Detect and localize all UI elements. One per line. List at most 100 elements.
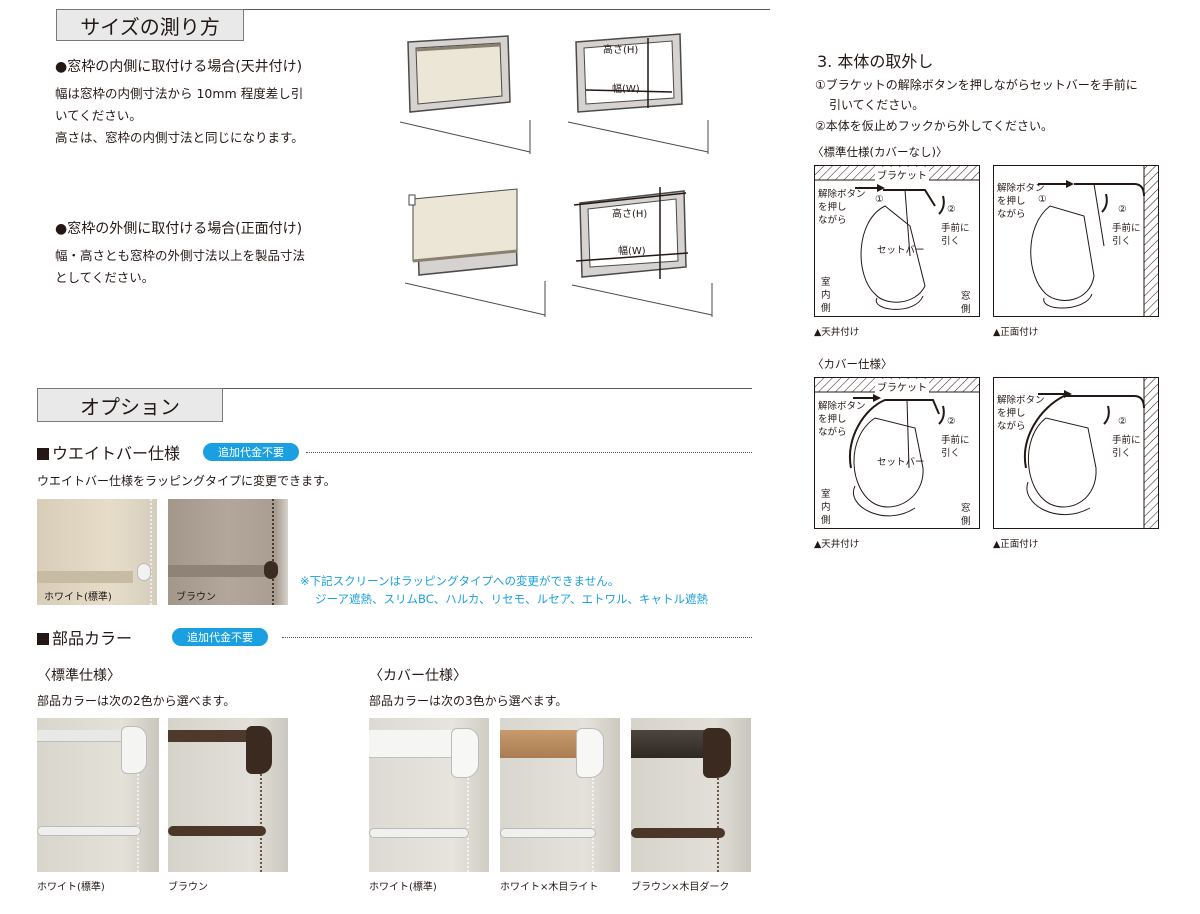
inside-mount-line-1: 幅は窓枠の内側寸法から 10mm 程度差し引 (55, 86, 304, 101)
parts-standard-photo-brown (168, 718, 288, 872)
outside-width-label: 幅(W) (618, 246, 646, 257)
parts-title-row: 部品カラー (37, 625, 132, 649)
standard-ceiling-release-1: 解除ボタン (818, 189, 866, 200)
cover-front-release-2: を押し (997, 408, 1026, 419)
weightbar-dotted-rule (306, 452, 752, 453)
standard-ceiling-release-2: を押し (818, 202, 847, 213)
standard-ceiling-bracket-label: ブラケット (875, 167, 929, 182)
standard-ceiling-room-3: 側 (821, 303, 831, 314)
cover-woodlight-weightbar (500, 828, 596, 838)
parts-cover-wooddark-label: ブラウン×木目ダーク (631, 882, 730, 893)
cover-ceiling-pull-1: 手前に (941, 435, 970, 446)
cover-ceiling-diagram: ブラケット 解除ボタン を押し ながら ② 手前に 引く セットバー 室 内 側… (814, 377, 980, 529)
cover-ceiling-room-2: 内 (821, 502, 831, 513)
parts-standard-brown-label: ブラウン (168, 882, 208, 893)
weightbar-brown-bar (168, 565, 272, 577)
standard-brown-bracket (246, 726, 272, 774)
standard-ceiling-window-2: 側 (961, 304, 971, 315)
standard-front-pull-2: 引く (1112, 236, 1132, 247)
inside-height-label: 高さ(H) (603, 45, 639, 56)
weightbar-brown-chain (272, 499, 274, 605)
inside-mount-measure-illustration (568, 33, 709, 154)
weightbar-badge: 追加代金不要 (203, 443, 299, 461)
inside-mount-title: ●窓枠の内側に取付ける場合(天井付け) (55, 59, 303, 75)
weightbar-white-cap (137, 563, 151, 581)
weightbar-title: ウエイトバー仕様 (52, 444, 181, 463)
weightbar-white-chain (150, 499, 152, 605)
weightbar-square-icon (37, 448, 49, 460)
standard-front-circle-1: ① (1038, 194, 1047, 205)
parts-cover-desc: 部品カラーは次の3色から選べます。 (369, 694, 568, 708)
parts-cover-photo-white (369, 718, 489, 872)
weightbar-note-1: ※下記スクリーンはラッピングタイプへの変更ができません。 (300, 574, 620, 588)
parts-cover-white-label: ホワイト(標準) (369, 882, 437, 893)
standard-diagram-label: 〈標準仕様(カバーなし)〉 (812, 145, 948, 159)
cover-ceiling-window-1: 窓 (961, 503, 971, 514)
parts-standard-desc: 部品カラーは次の2色から選べます。 (37, 694, 236, 708)
standard-brown-weightbar (168, 826, 266, 836)
cover-ceiling-room-1: 室 (821, 489, 831, 500)
parts-cover-woodlight-label: ホワイト×木目ライト (500, 882, 599, 893)
standard-front-release-3: ながら (997, 209, 1026, 220)
parts-standard-label: 〈標準仕様〉 (37, 668, 121, 684)
parts-standard-photo-white (37, 718, 159, 872)
standard-front-diagram: 解除ボタン を押し ながら ① ② 手前に 引く (993, 165, 1159, 317)
cover-front-pull-2: 引く (1112, 448, 1132, 459)
weightbar-desc: ウエイトバー仕様をラッピングタイプに変更できます。 (37, 474, 336, 488)
outside-mount-blind-illustration (405, 188, 546, 317)
weightbar-brown-label: ブラウン (176, 592, 216, 603)
standard-ceiling-setbar: セットバー (877, 245, 925, 256)
cover-ceiling-room-3: 側 (821, 515, 831, 526)
standard-front-circle-2: ② (1118, 204, 1127, 215)
standard-ceiling-window-1: 窓 (961, 291, 971, 302)
size-section-heading: サイズの測り方 (56, 9, 244, 41)
cover-ceiling-caption: ▲天井付け (814, 539, 860, 550)
inside-mount-line-3: 高さは、窓枠の内側寸法と同じになります。 (55, 130, 304, 145)
standard-ceiling-release-3: ながら (818, 215, 847, 226)
standard-brown-roll (168, 730, 258, 742)
cover-ceiling-bracket-label: ブラケット (875, 379, 929, 394)
inside-width-label: 幅(W) (612, 84, 640, 95)
weightbar-white-bar (37, 571, 133, 583)
weightbar-photo-white (37, 499, 157, 605)
parts-standard-white-label: ホワイト(標準) (37, 882, 105, 893)
standard-ceiling-diagram: ブラケット 解除ボタン を押し ながら ① ② 手前に 引く セットバー 室 内… (814, 165, 980, 317)
standard-white-chain (137, 774, 139, 872)
standard-ceiling-circle-1: ① (875, 194, 884, 205)
parts-square-icon (37, 633, 49, 645)
cover-diagram-label: 〈カバー仕様〉 (812, 357, 893, 371)
cover-ceiling-pull-2: 引く (941, 448, 961, 459)
size-section-rule (56, 9, 770, 10)
standard-ceiling-caption: ▲天井付け (814, 327, 860, 338)
cover-ceiling-window-2: 側 (961, 516, 971, 527)
standard-ceiling-room-1: 室 (821, 277, 831, 288)
cover-wooddark-chain (717, 778, 719, 872)
outside-height-label: 高さ(H) (612, 209, 648, 220)
outside-mount-title: ●窓枠の外側に取付ける場合(正面付け) (55, 221, 303, 237)
outside-mount-measure-illustration (572, 187, 713, 317)
cover-ceiling-setbar: セットバー (877, 457, 925, 468)
standard-ceiling-circle-2: ② (947, 204, 956, 215)
parts-dotted-rule (282, 637, 752, 638)
standard-white-roll (37, 730, 133, 742)
parts-cover-label: 〈カバー仕様〉 (369, 668, 467, 684)
standard-white-bracket (121, 726, 147, 774)
cover-ceiling-release-1: 解除ボタン (818, 401, 866, 412)
standard-front-release-1: 解除ボタン (997, 183, 1045, 194)
cover-ceiling-circle-2: ② (947, 416, 956, 427)
cover-woodlight-bracket (576, 728, 604, 778)
standard-ceiling-room-2: 内 (821, 290, 831, 301)
weightbar-white-label: ホワイト(標準) (44, 592, 112, 603)
cover-front-diagram: 解除ボタン を押し ながら ② 手前に 引く (993, 377, 1159, 529)
cover-woodlight-chain (592, 778, 594, 872)
removal-step-1-cont: 引いてください。 (829, 98, 925, 112)
cover-white-chain (467, 778, 469, 872)
cover-front-release-3: ながら (997, 421, 1026, 432)
cover-wooddark-bracket (703, 728, 731, 778)
removal-step-2: ②本体を仮止めフックから外してください。 (815, 119, 1054, 133)
cover-front-caption: ▲正面付け (993, 539, 1039, 550)
standard-front-pull-1: 手前に (1112, 223, 1141, 234)
outside-mount-line-2: としてください。 (55, 270, 155, 285)
weightbar-photo-brown (168, 499, 288, 605)
options-heading: オプション (37, 388, 223, 422)
